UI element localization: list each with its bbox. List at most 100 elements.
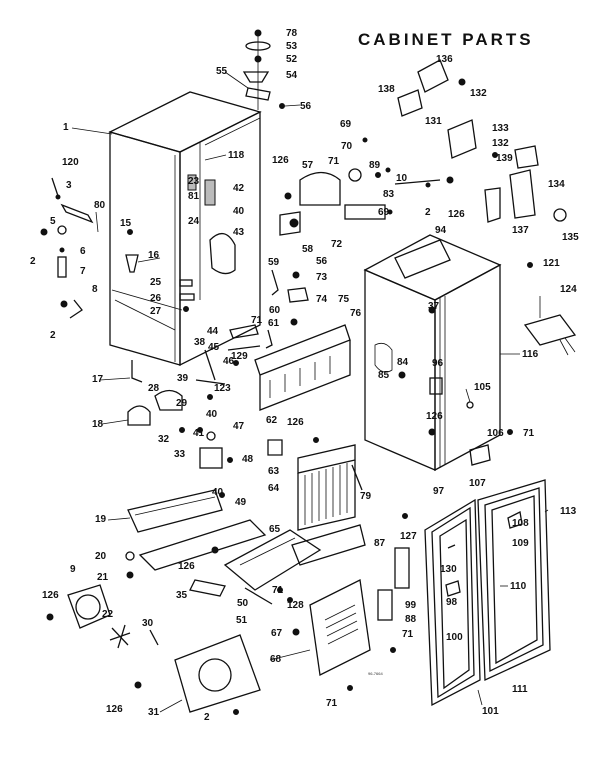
hinge-brackets <box>377 513 410 621</box>
label-94: 94 <box>435 225 447 236</box>
label-71c: 71 <box>523 428 535 439</box>
label-71b: 71 <box>251 315 263 326</box>
upper-right-hardware <box>397 59 567 223</box>
label-43: 43 <box>233 227 245 238</box>
base-grille-assembly <box>223 524 366 605</box>
label-126f: 126 <box>42 590 59 601</box>
label-1: 1 <box>63 122 69 133</box>
label-6: 6 <box>80 246 86 257</box>
fan-motor-assembly <box>46 584 159 649</box>
label-84: 84 <box>397 357 409 368</box>
label-72: 72 <box>331 239 343 250</box>
label-107: 107 <box>469 478 486 489</box>
label-54: 54 <box>286 70 298 81</box>
mid-small-parts <box>195 349 226 400</box>
label-57: 57 <box>302 160 314 171</box>
label-118: 118 <box>228 150 245 161</box>
footnote-code: 96-7664 <box>368 671 383 676</box>
label-74: 74 <box>316 294 328 305</box>
label-59: 59 <box>268 257 280 268</box>
label-2a: 2 <box>30 256 36 267</box>
label-21: 21 <box>97 572 109 583</box>
label-2d: 2 <box>204 712 210 723</box>
label-24: 24 <box>188 216 200 227</box>
label-71e: 71 <box>402 629 414 640</box>
label-135: 135 <box>562 232 579 243</box>
label-101: 101 <box>482 706 499 717</box>
label-71a: 71 <box>328 156 340 167</box>
label-64: 64 <box>268 483 280 494</box>
label-22: 22 <box>102 609 114 620</box>
label-32: 32 <box>158 434 170 445</box>
defrost-timer <box>199 431 233 469</box>
label-16: 16 <box>148 250 160 261</box>
leader-lines <box>71 71 549 713</box>
label-41: 41 <box>193 428 205 439</box>
label-71d: 71 <box>272 585 284 596</box>
label-67: 67 <box>271 628 283 639</box>
label-71f: 71 <box>326 698 338 709</box>
label-40a: 40 <box>233 206 245 217</box>
label-30: 30 <box>142 618 154 629</box>
label-87: 87 <box>374 538 386 549</box>
instruction-sheet <box>523 314 577 356</box>
label-56a: 56 <box>300 101 312 112</box>
label-138: 138 <box>378 84 395 95</box>
label-139: 139 <box>496 153 513 164</box>
label-49: 49 <box>235 497 247 508</box>
label-37: 37 <box>428 301 440 312</box>
label-126d: 126 <box>426 411 443 422</box>
label-132a: 132 <box>470 88 487 99</box>
label-61: 61 <box>268 318 280 329</box>
label-29: 29 <box>176 398 188 409</box>
label-83: 83 <box>383 189 395 200</box>
label-97: 97 <box>433 486 445 497</box>
cabinet-liner <box>363 234 533 472</box>
label-15: 15 <box>120 218 132 229</box>
label-17: 17 <box>92 374 104 385</box>
label-76: 76 <box>350 308 362 319</box>
label-116: 116 <box>522 349 539 360</box>
label-63: 63 <box>268 466 280 477</box>
label-123: 123 <box>214 383 231 394</box>
label-8: 8 <box>92 284 98 295</box>
label-126g: 126 <box>106 704 123 715</box>
cabinet-shell <box>108 91 262 367</box>
label-18: 18 <box>92 419 104 430</box>
label-79: 79 <box>360 491 372 502</box>
label-40c: 40 <box>212 487 224 498</box>
label-105: 105 <box>474 382 491 393</box>
label-40b: 40 <box>206 409 218 420</box>
label-126c: 126 <box>287 417 304 428</box>
label-27: 27 <box>150 306 162 317</box>
fresh-food-door-gasket <box>477 479 551 681</box>
label-42: 42 <box>233 183 245 194</box>
label-7: 7 <box>80 266 86 277</box>
top-hinge-assembly <box>242 29 285 110</box>
label-99: 99 <box>405 600 417 611</box>
label-130: 130 <box>440 564 457 575</box>
label-45: 45 <box>208 342 220 353</box>
label-2b: 2 <box>50 330 56 341</box>
door-hardware <box>445 511 523 597</box>
label-23: 23 <box>188 176 200 187</box>
lower-frame-parts <box>125 519 267 597</box>
label-65: 65 <box>269 524 281 535</box>
label-9: 9 <box>70 564 76 575</box>
label-58: 58 <box>302 244 314 255</box>
label-31: 31 <box>148 707 160 718</box>
label-132b: 132 <box>492 138 509 149</box>
label-121: 121 <box>543 258 560 269</box>
label-98: 98 <box>446 597 458 608</box>
label-109: 109 <box>512 538 529 549</box>
label-2c: 2 <box>425 207 431 218</box>
label-69a: 69 <box>340 119 352 130</box>
label-60: 60 <box>269 305 281 316</box>
label-124: 124 <box>560 284 577 295</box>
label-3: 3 <box>66 180 72 191</box>
label-20: 20 <box>95 551 107 562</box>
label-5: 5 <box>50 216 56 227</box>
label-137: 137 <box>512 225 529 236</box>
label-120: 120 <box>62 157 79 168</box>
label-62: 62 <box>266 415 278 426</box>
